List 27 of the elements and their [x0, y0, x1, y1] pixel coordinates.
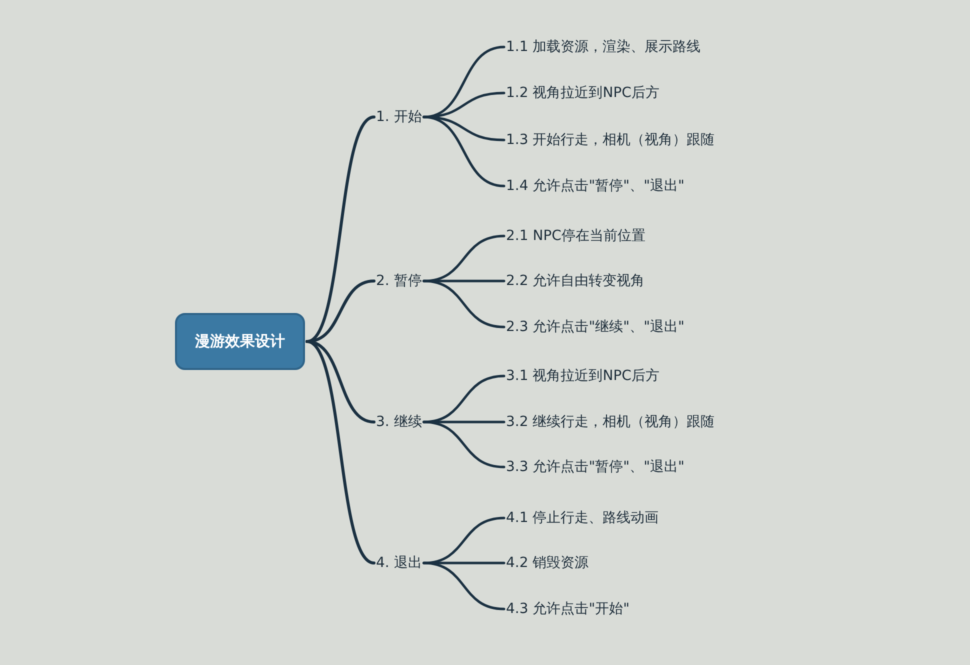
subtopic-label: 4.3 允许点击"开始"	[506, 598, 630, 620]
subtopic-label: 2.1 NPC停在当前位置	[506, 225, 646, 247]
subtopic-label: 4.2 销毁资源	[506, 552, 589, 574]
branch-line	[306, 340, 376, 564]
branch-line	[422, 420, 506, 468]
branch-line	[422, 562, 506, 610]
subtopic-label: 3.3 允许点击"暂停"、"退出"	[506, 456, 684, 478]
subtopic-label: 4.1 停止行走、路线动画	[506, 507, 659, 529]
branch-line	[422, 516, 506, 564]
branch-line	[422, 116, 506, 188]
branch-line	[422, 92, 506, 118]
subtopic-label: 3.2 继续行走，相机（视角）跟随	[506, 411, 715, 433]
subtopic-label: 2.2 允许自由转变视角	[506, 270, 645, 292]
branch-topic: 4. 退出	[376, 552, 422, 574]
branch-topic: 2. 暂停	[376, 270, 422, 292]
subtopic-label: 1.2 视角拉近到NPC后方	[506, 82, 660, 104]
branch-topic: 1. 开始	[376, 106, 422, 128]
branch-line	[422, 234, 506, 282]
subtopic-label: 1.3 开始行走，相机（视角）跟随	[506, 129, 715, 151]
subtopic-label: 3.1 视角拉近到NPC后方	[506, 365, 660, 387]
branch-line	[422, 374, 506, 424]
subtopic-label: 2.3 允许点击"继续"、"退出"	[506, 316, 684, 338]
branch-line	[422, 280, 506, 328]
central-topic-box: 漫游效果设计	[175, 313, 305, 370]
branch-topic: 3. 继续	[376, 411, 422, 433]
subtopic-label: 1.1 加载资源，渲染、展示路线	[506, 36, 701, 58]
subtopic-label: 1.4 允许点击"暂停"、"退出"	[506, 175, 684, 197]
